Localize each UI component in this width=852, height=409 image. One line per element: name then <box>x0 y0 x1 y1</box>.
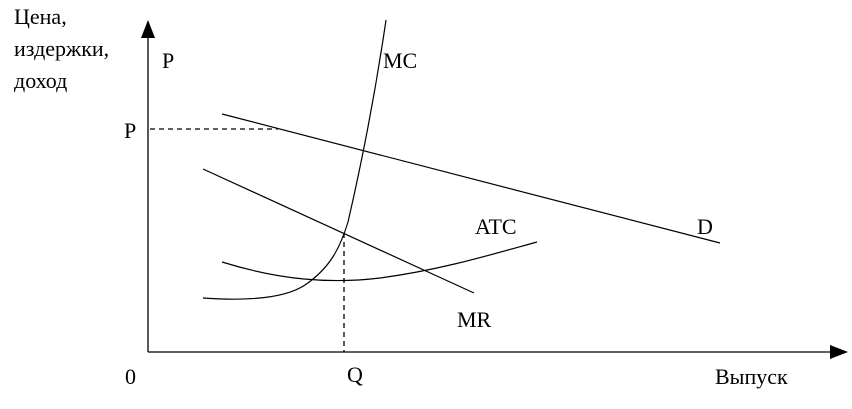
x-axis-arrow <box>830 345 848 359</box>
y-axis-letter: P <box>162 48 174 73</box>
y-axis-arrow <box>141 20 155 38</box>
mc-curve <box>202 19 387 300</box>
x-axis-label: Выпуск <box>715 364 788 389</box>
mr-label: MR <box>457 307 492 332</box>
curves <box>202 19 721 300</box>
atc-label: ATC <box>475 214 517 239</box>
demand-curve <box>221 113 721 244</box>
mc-label: MC <box>383 48 417 73</box>
y-axis-label: Цена, издержки, доход <box>14 4 115 93</box>
quantity-label: Q <box>347 362 363 387</box>
mr-curve <box>202 168 475 294</box>
origin-label: 0 <box>125 364 136 389</box>
axes <box>141 20 848 359</box>
price-label: P <box>124 118 136 143</box>
demand-label: D <box>697 214 713 239</box>
y-axis-label-line-2: издержки, <box>14 36 109 61</box>
y-axis-label-line-1: Цена, <box>14 4 67 29</box>
y-axis-label-line-3: доход <box>14 68 67 93</box>
guides <box>150 128 345 352</box>
atc-curve <box>221 241 538 282</box>
